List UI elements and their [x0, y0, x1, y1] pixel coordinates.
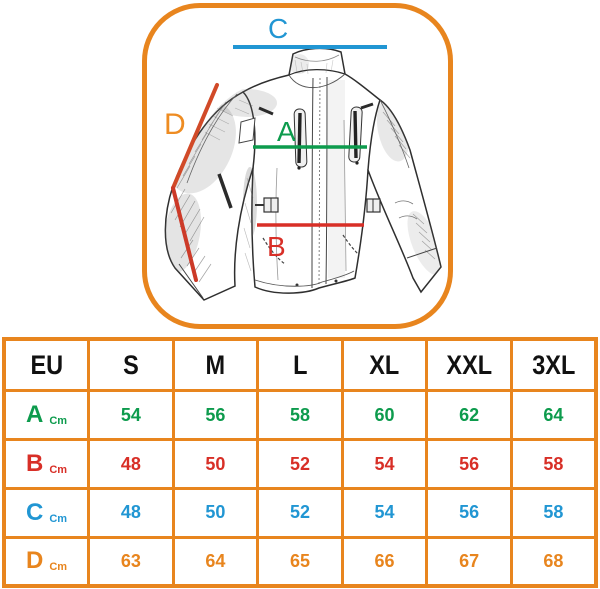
cell-a-xl: 60	[340, 389, 429, 442]
cell-d-3xl: 68	[509, 535, 598, 588]
header-l: L	[256, 337, 344, 393]
cell-d-l: 65	[256, 535, 344, 588]
cell-b-l: 52	[256, 438, 344, 490]
header-xxl: XXL	[425, 337, 513, 393]
diagram-label-a: A	[277, 116, 296, 147]
cell-b-3xl: 58	[509, 438, 598, 490]
cell-b-xxl: 56	[425, 438, 513, 490]
cell-a-xxl: 62	[425, 389, 513, 442]
measure-line-d-upper	[171, 83, 219, 190]
cell-b-m: 50	[171, 438, 260, 490]
diagram-label-c: C	[268, 13, 289, 44]
header-3xl: 3XL	[509, 337, 598, 393]
cell-b-s: 48	[87, 438, 175, 490]
cell-c-xl: 54	[340, 486, 429, 539]
header-eu: EU	[2, 337, 91, 393]
cell-d-m: 64	[171, 535, 260, 588]
cell-d-s: 63	[87, 535, 175, 588]
cell-c-3xl: 58	[509, 486, 598, 539]
diagram-label-d: D	[164, 108, 186, 141]
measure-line-d-lower	[171, 186, 198, 282]
cell-a-m: 56	[171, 389, 260, 442]
jacket-sketch	[164, 45, 442, 301]
jacket-diagram-frame: C A B D	[142, 3, 453, 329]
cell-c-m: 50	[171, 486, 260, 539]
size-table-header-row: EU S M L XL XXL 3XL	[2, 337, 598, 393]
diagram-label-b: B	[267, 231, 286, 262]
header-s: S	[87, 337, 175, 393]
cell-d-xl: 66	[340, 535, 429, 588]
cell-d-xxl: 67	[425, 535, 513, 588]
header-xl: XL	[340, 337, 429, 393]
cell-c-xxl: 56	[425, 486, 513, 539]
cell-a-3xl: 64	[509, 389, 598, 442]
cell-a-s: 54	[87, 389, 175, 442]
cell-b-xl: 54	[340, 438, 429, 490]
header-m: M	[171, 337, 260, 393]
cell-c-s: 48	[87, 486, 175, 539]
cell-c-l: 52	[256, 486, 344, 539]
cell-a-l: 58	[256, 389, 344, 442]
